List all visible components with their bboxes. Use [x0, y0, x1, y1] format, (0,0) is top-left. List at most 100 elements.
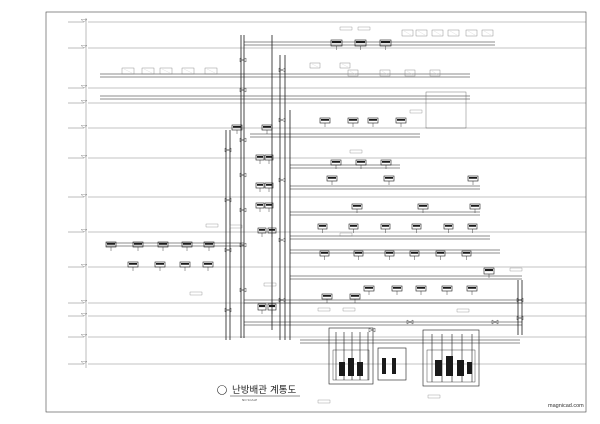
unit-fill	[468, 287, 476, 289]
roof-unit-hatch	[449, 30, 458, 36]
unit-fill	[181, 263, 189, 265]
roof-unit	[339, 62, 351, 69]
tag-box	[317, 307, 331, 312]
unit-fill	[257, 156, 263, 158]
unit-fill	[381, 41, 390, 44]
unit-fill	[205, 243, 213, 245]
tag-box	[427, 394, 441, 399]
unit-fill	[353, 205, 361, 207]
unit-fill	[386, 252, 393, 254]
roof-unit	[309, 62, 321, 69]
level-arrow-icon	[80, 300, 88, 304]
roof-unit	[465, 29, 478, 37]
valve-icon	[239, 172, 247, 178]
roof-unit-hatch	[433, 30, 442, 36]
tag-box	[342, 307, 356, 312]
unit-fill	[129, 263, 137, 265]
unit-fill	[183, 243, 191, 245]
drawing-title: 난방배관 계통도	[232, 384, 296, 396]
unit-fill	[257, 184, 263, 186]
roof-unit-hatch	[431, 70, 439, 76]
valve-icon	[239, 57, 247, 63]
tank-icon	[435, 356, 472, 376]
watermark: magnicad.com	[548, 403, 584, 409]
tag-box	[509, 267, 523, 272]
unit-fill	[469, 177, 477, 179]
annotation-tags	[189, 26, 523, 404]
roof-unit-hatch	[381, 70, 389, 76]
unit-fill	[365, 287, 373, 289]
roof-unit-hatch	[183, 68, 193, 74]
valve-icon	[239, 137, 247, 143]
unit-fill	[321, 252, 328, 254]
valve-icon	[239, 242, 247, 248]
tag-box	[349, 149, 363, 154]
tag-box	[409, 109, 423, 114]
roof-unit	[431, 29, 444, 37]
level-arrow-icon	[80, 361, 88, 365]
roof-unit	[121, 67, 135, 75]
unit-fill	[332, 41, 341, 44]
unit-fill	[323, 295, 331, 297]
valve-icon	[224, 307, 232, 313]
unit-fill	[356, 41, 365, 44]
sheet-frame	[45, 11, 587, 413]
unit-fill	[266, 156, 272, 158]
valve-icon	[278, 67, 286, 73]
roof-unit-hatch	[349, 70, 357, 76]
valve-icon	[224, 197, 232, 203]
valve-icon	[224, 147, 232, 153]
tag-box	[339, 26, 353, 31]
title-block: 난방배관 계통도 NO SCALE	[217, 384, 300, 402]
level-arrow-icon	[80, 264, 88, 268]
level-arrow-icon	[80, 19, 88, 23]
valve-icon	[224, 247, 232, 253]
tag-box	[205, 223, 219, 228]
unit-fill	[437, 252, 444, 254]
roof-unit	[159, 67, 173, 75]
unit-fill	[413, 225, 420, 227]
unit-fill	[159, 243, 167, 245]
level-arrow-icon	[80, 85, 88, 89]
unit-fill	[328, 177, 336, 179]
title-symbol-icon	[217, 385, 227, 395]
roof-unit-hatch	[403, 30, 412, 36]
tag-box	[317, 399, 331, 404]
tag-box	[357, 26, 371, 31]
roof-unit-hatch	[311, 63, 319, 68]
main-risers	[225, 35, 523, 340]
roof-unit-hatch	[123, 68, 133, 74]
tag-box	[456, 308, 470, 313]
roof-unit-hatch	[143, 68, 153, 74]
unit-fill	[134, 243, 142, 245]
roof-unit-hatch	[467, 30, 476, 36]
unit-fill	[419, 205, 427, 207]
unit-fill	[385, 177, 393, 179]
roof-unit	[204, 67, 218, 75]
unit-fill	[357, 161, 365, 163]
unit-fill	[369, 119, 377, 121]
valve-icon	[278, 177, 286, 183]
unit-fill	[350, 225, 357, 227]
unit-fill	[257, 204, 263, 206]
terminal-units	[105, 39, 495, 314]
unit-fill	[393, 287, 401, 289]
roof-unit-hatch	[417, 30, 426, 36]
valves	[224, 57, 524, 333]
unit-fill	[107, 243, 115, 245]
drawing-scale: NO SCALE	[242, 398, 257, 402]
tag-box	[229, 224, 243, 229]
unit-fill	[263, 126, 271, 128]
roof-unit	[401, 29, 414, 37]
roof-unit	[181, 67, 195, 75]
valve-icon	[278, 297, 286, 303]
roof-unit-hatch	[341, 63, 349, 68]
unit-fill	[355, 252, 362, 254]
floor-level-lines	[68, 18, 586, 368]
valve-icon	[239, 207, 247, 213]
tag-box	[263, 282, 277, 287]
unit-fill	[351, 295, 359, 297]
unit-fill	[463, 252, 470, 254]
pump-icon	[339, 358, 396, 376]
